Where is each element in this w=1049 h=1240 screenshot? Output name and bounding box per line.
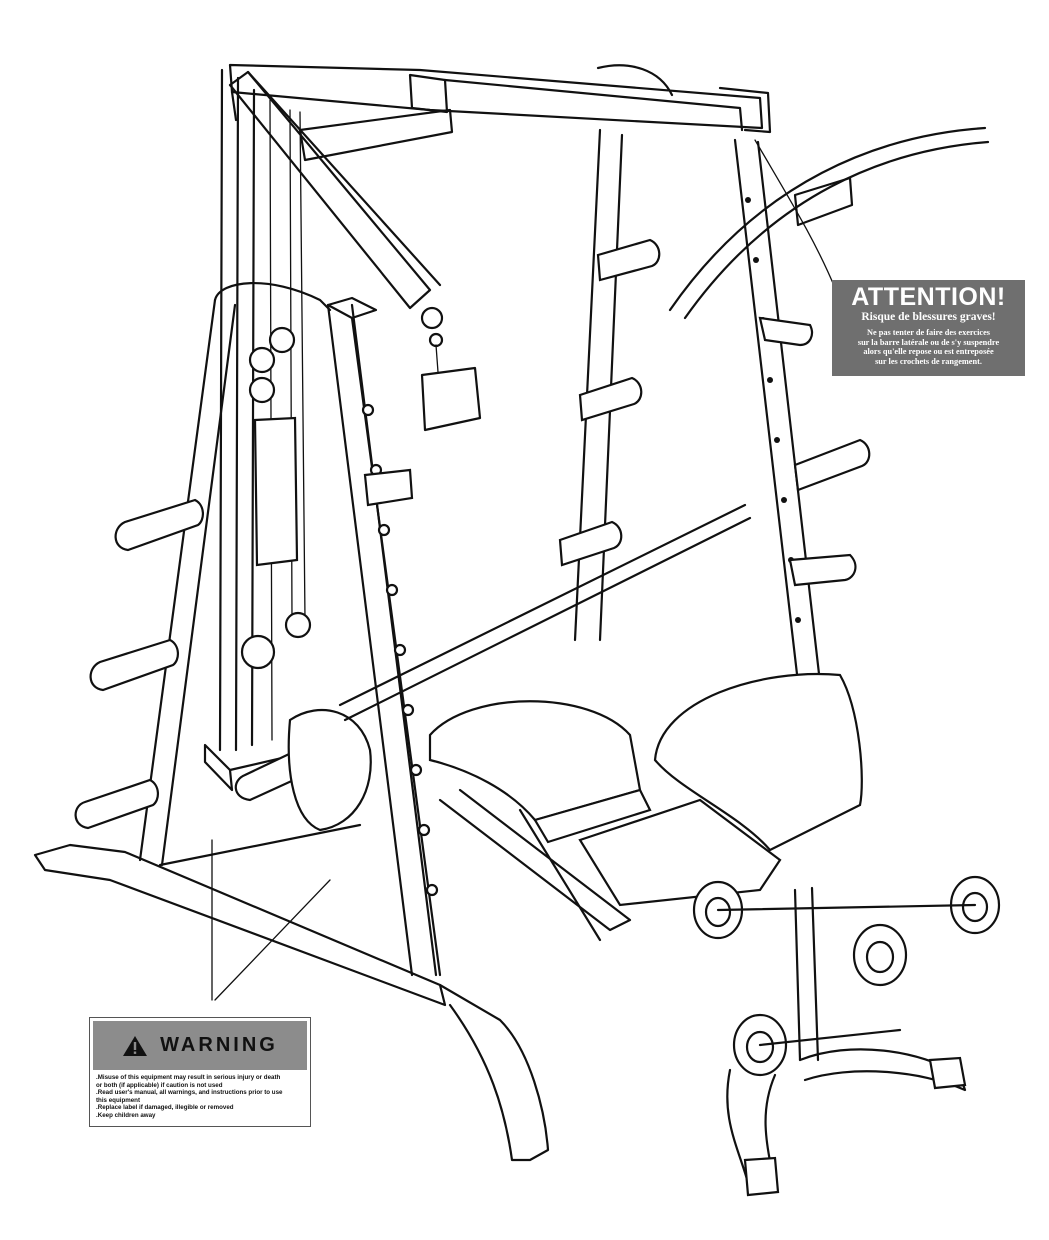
lat-arm (228, 70, 482, 432)
top-frame (228, 63, 772, 162)
side-bar (668, 126, 990, 320)
warning-line: .Replace label if damaged, illegible or … (96, 1104, 234, 1112)
warning-body: .Misuse of this equipment may result in … (90, 1070, 310, 1120)
attention-line: sur la barre latérale ou de s'y suspendr… (857, 337, 1000, 347)
warning-line: this equipment (96, 1096, 141, 1104)
warning-line: .Read user's manual, all warnings, and i… (96, 1089, 283, 1097)
label-leader-lines (211, 139, 836, 1001)
attention-subtitle: Risque de blessures graves! (861, 311, 996, 323)
attention-label: ATTENTION! Risque de blessures graves! N… (832, 280, 1025, 376)
warning-line: .Keep children away (96, 1111, 156, 1119)
cable-pulleys (240, 326, 312, 670)
warning-triangle-icon (123, 1035, 148, 1056)
attention-line: Ne pas tenter de faire des exercices (866, 328, 991, 337)
pulley-tower (218, 68, 306, 752)
warning-line: or both (if applicable) if caution is no… (96, 1081, 223, 1089)
attention-body: Ne pas tenter de faire des exercices sur… (832, 328, 1025, 366)
attention-line: alors qu'elle repose ou est entreposée (863, 347, 994, 357)
smith-bar (338, 468, 752, 722)
warning-label: WARNING .Misuse of this equipment may re… (89, 1017, 311, 1127)
warning-header: WARNING (93, 1021, 307, 1070)
attention-title: ATTENTION! (851, 283, 1006, 311)
leg-developer (692, 875, 1001, 1197)
warning-title: WARNING (160, 1034, 278, 1056)
right-weight-horns (558, 238, 871, 587)
left-weight-horns (74, 498, 372, 832)
warning-line: .Misuse of this equipment may result in … (96, 1074, 281, 1081)
front-a-frame (138, 282, 442, 977)
bench (428, 673, 863, 942)
attention-line: sur les crochets de rangement. (875, 356, 982, 366)
